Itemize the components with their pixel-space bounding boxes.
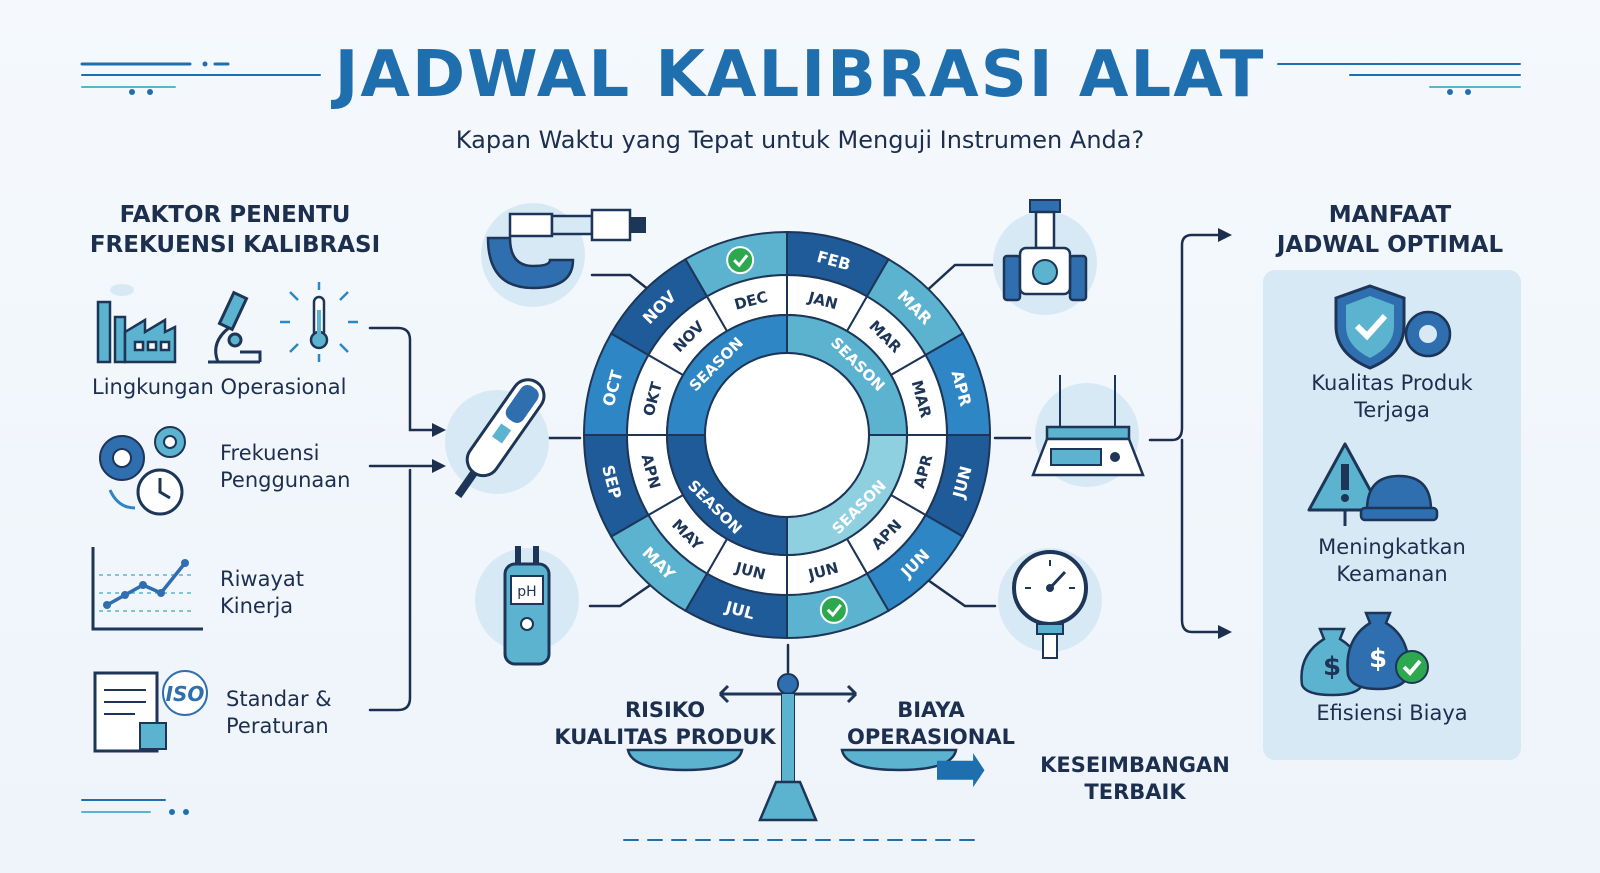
- wheel-center: [704, 352, 870, 518]
- benefit-quality-label: Kualitas Produk Terjaga: [1263, 370, 1521, 424]
- thermometer-icon: [445, 378, 549, 498]
- balance-result-label: KESEIMBANGAN TERBAIK: [1020, 752, 1250, 806]
- factor-standards-line1: Standar &: [226, 687, 332, 711]
- factor-standards-label: Standar & Peraturan: [226, 686, 386, 740]
- micrometer-icon: [481, 203, 646, 307]
- benefit-safety-line1: Meningkatkan: [1318, 535, 1466, 559]
- page-subtitle: Kapan Waktu yang Tepat untuk Menguji Ins…: [455, 126, 1145, 154]
- check-mark: [733, 254, 749, 268]
- scale-icon: [1031, 375, 1145, 487]
- ph-meter-icon: pH: [475, 546, 579, 666]
- balance-result-line1: KESEIMBANGAN: [1040, 753, 1230, 777]
- benefit-cost-label: Efisiensi Biaya: [1263, 700, 1521, 727]
- factors-heading-line1: FAKTOR PENENTU: [119, 202, 351, 228]
- benefit-cost-line1: Efisiensi Biaya: [1316, 701, 1468, 725]
- factors-heading-line2: FREKUENSI KALIBRASI: [89, 232, 381, 258]
- factor-usage-label: Frekuensi Penggunaan: [220, 440, 380, 494]
- line-chart-icon: [91, 547, 203, 631]
- svg-text:$: $: [1323, 652, 1341, 682]
- balance-left-label: RISIKO KUALITAS PRODUK: [550, 697, 780, 751]
- benefit-quality-line2: Terjaga: [1354, 398, 1430, 422]
- balance-scale: [626, 673, 985, 822]
- thermometer-sun-icon: [280, 282, 358, 362]
- balance-right-label: BIAYA OPERASIONAL: [826, 697, 1036, 751]
- balance-left-line1: RISIKO: [624, 698, 706, 722]
- factor-history-label: Riwayat Kinerja: [220, 566, 380, 620]
- benefits-heading-line2: JADWAL OPTIMAL: [1276, 232, 1504, 258]
- microscope-icon: [208, 290, 262, 364]
- valve-icon: [993, 199, 1097, 315]
- factory-icon: [96, 284, 177, 364]
- svg-text:pH: pH: [517, 584, 536, 600]
- pressure-gauge-icon: [998, 548, 1102, 659]
- balance-result-line2: TERBAIK: [1084, 780, 1186, 804]
- factor-history-line2: Kinerja: [220, 594, 294, 618]
- factor-history-line1: Riwayat: [220, 567, 304, 591]
- check-icon: [726, 246, 755, 275]
- svg-text:$: $: [1369, 644, 1387, 674]
- gears-clock-icon: [99, 426, 186, 516]
- shield-gear-icon: [1334, 284, 1452, 370]
- factor-standards-line2: Peraturan: [226, 714, 329, 738]
- factors-heading: FAKTOR PENENTU FREKUENSI KALIBRASI: [60, 200, 410, 260]
- benefit-safety-line2: Keamanan: [1336, 562, 1448, 586]
- factor-usage-line2: Penggunaan: [220, 468, 351, 492]
- factor-environment-label: Lingkungan Operasional: [92, 375, 347, 399]
- benefit-quality-line1: Kualitas Produk: [1311, 371, 1473, 395]
- benefits-heading-line1: MANFAAT: [1328, 202, 1452, 228]
- page-title: JADWAL KALIBRASI ALAT: [334, 38, 1266, 112]
- balance-right-line2: OPERASIONAL: [846, 725, 1015, 749]
- certificate-iso-icon: ISO: [93, 670, 208, 753]
- balance-left-line2: KUALITAS PRODUK: [554, 725, 776, 749]
- benefits-heading: MANFAAT JADWAL OPTIMAL: [1240, 200, 1540, 260]
- check-icon: [819, 595, 848, 624]
- money-bags-icon: $ $: [1300, 611, 1429, 697]
- benefit-safety-label: Meningkatkan Keamanan: [1263, 534, 1521, 588]
- iso-text: ISO: [166, 682, 205, 706]
- factor-usage-line1: Frekuensi: [220, 441, 320, 465]
- balance-right-line1: BIAYA: [897, 698, 965, 722]
- check-mark: [826, 603, 843, 618]
- warning-helmet-icon: [1307, 442, 1439, 526]
- factor-environment-icons: [96, 282, 358, 364]
